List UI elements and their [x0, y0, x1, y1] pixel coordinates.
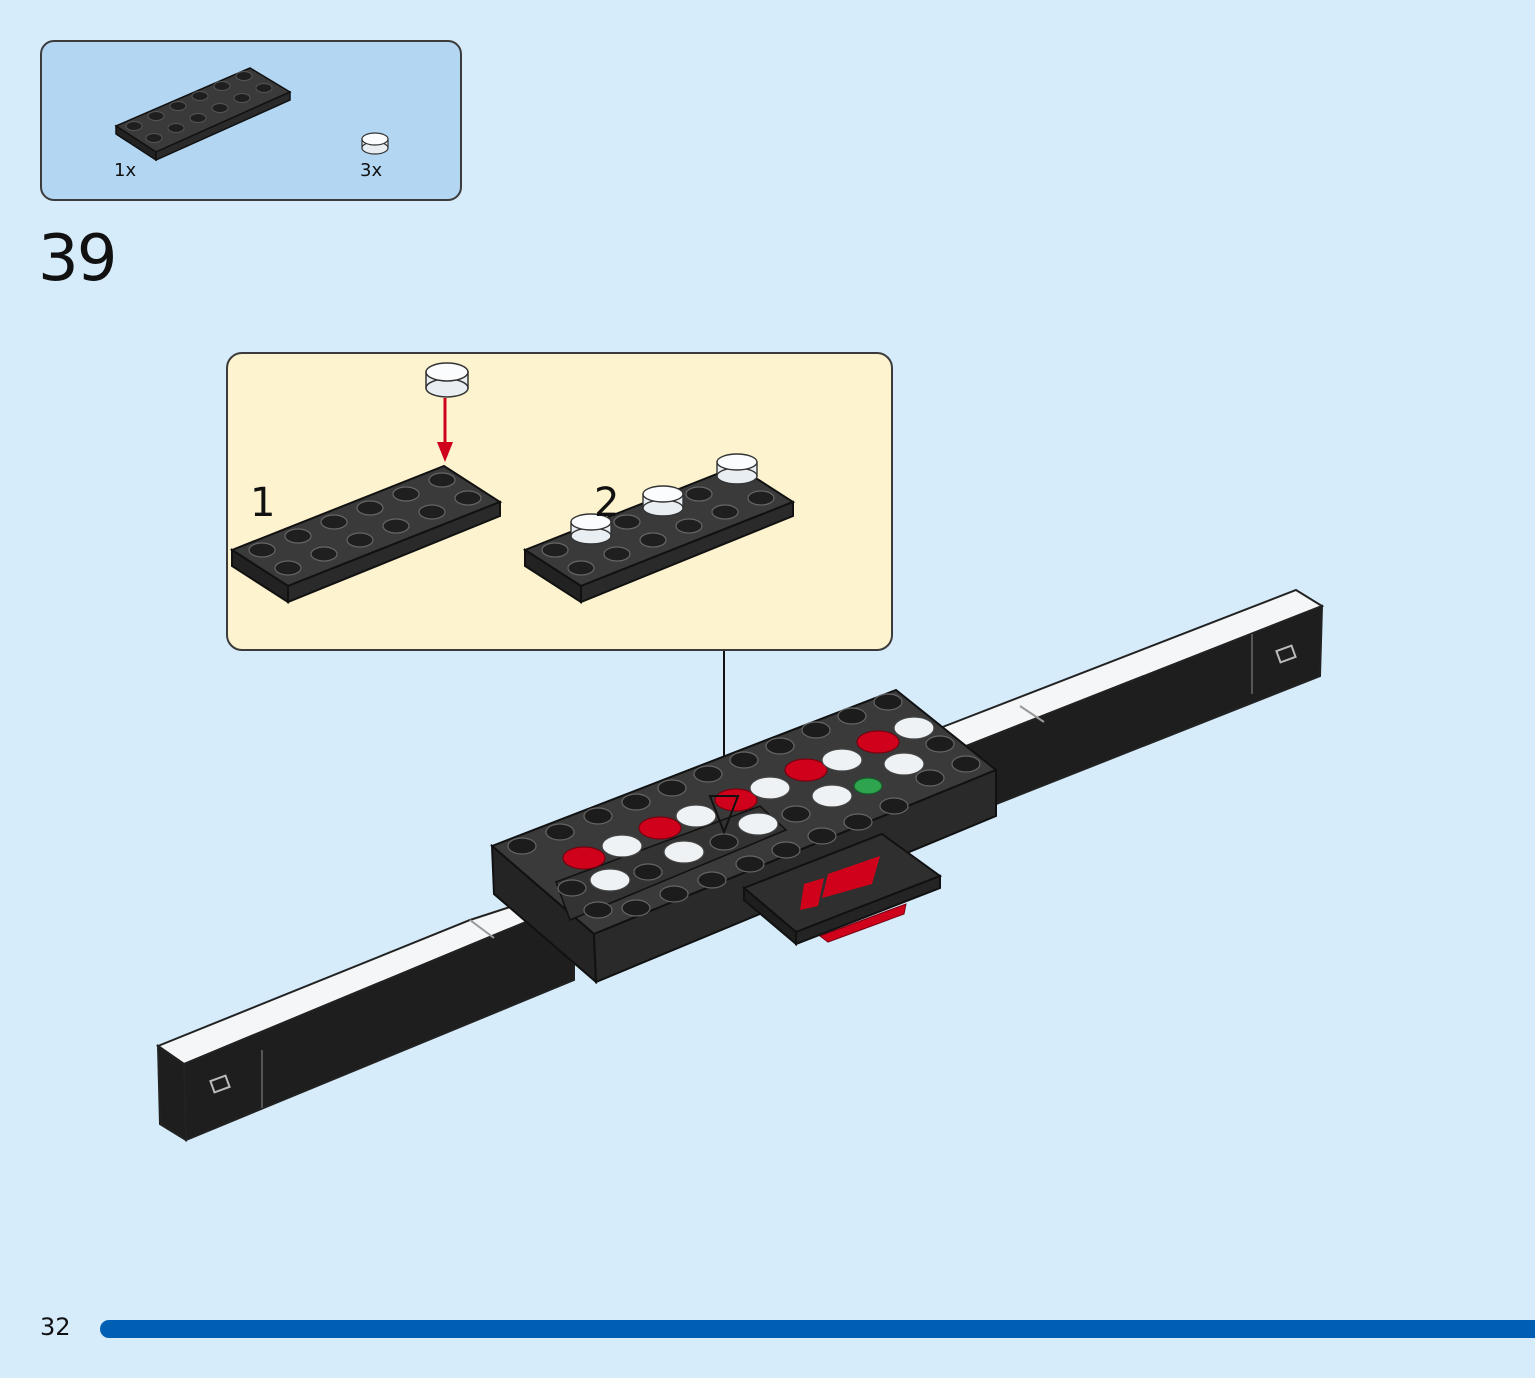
substep-label-2: 2 [594, 480, 620, 526]
black-plate-2x6-icon [114, 67, 292, 162]
clear-round-tile-icon [361, 132, 389, 155]
parts-list-box: 1x 3x [40, 40, 462, 201]
progress-bar [100, 1320, 1535, 1338]
logo-emblem-right-icon [1275, 644, 1297, 664]
part-quantity-tile: 3x [360, 160, 383, 181]
substep-2-plate-illustration [522, 453, 796, 604]
part-quantity-plate: 1x [114, 160, 137, 181]
green-stud [853, 777, 883, 795]
red-logo-icon [800, 856, 880, 910]
main-model-illustration [155, 588, 1325, 1142]
substep-label-1: 1 [250, 480, 276, 526]
substep-1-plate-illustration [229, 362, 503, 604]
logo-emblem-left-icon [209, 1074, 231, 1094]
step-number: 39 [38, 222, 117, 296]
page-number: 32 [40, 1313, 71, 1341]
substep-callout: 1 2 [226, 352, 893, 651]
